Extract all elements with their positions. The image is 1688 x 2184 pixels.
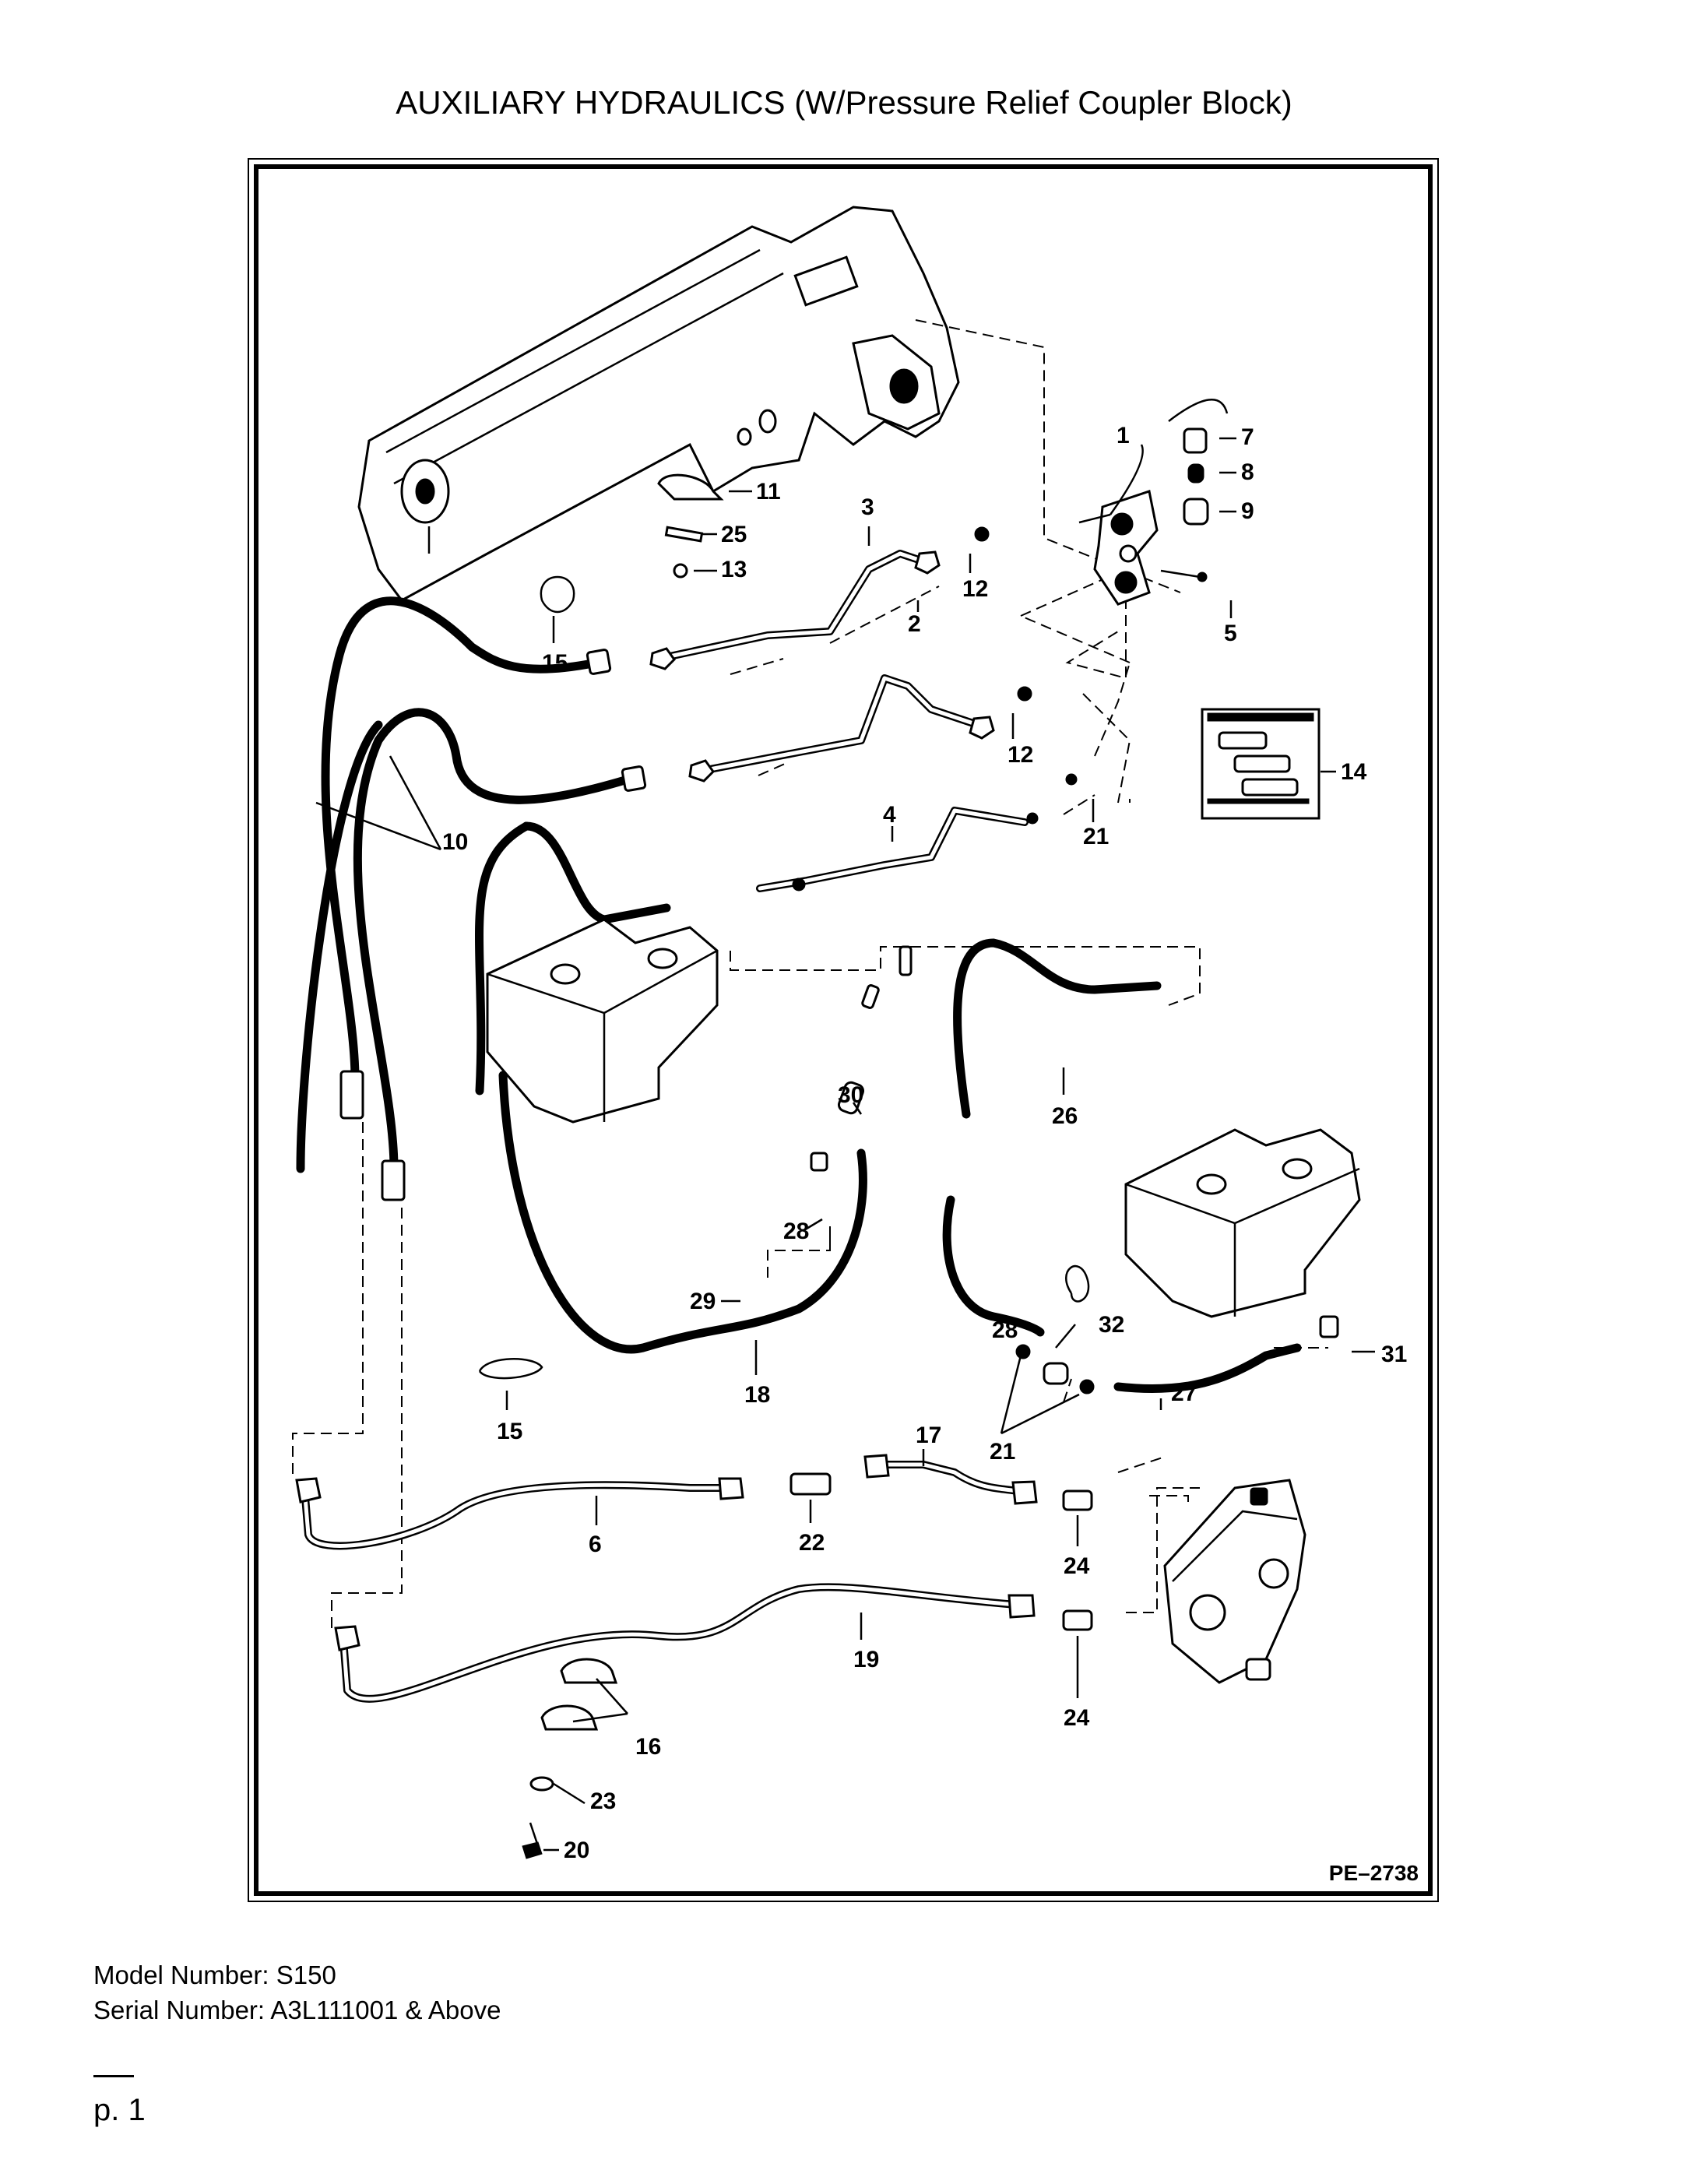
callout-26: 26 — [1052, 1103, 1078, 1129]
callout-10: 10 — [442, 829, 468, 855]
callout-17: 17 — [916, 1423, 941, 1448]
page-number: p. 1 — [93, 2093, 146, 2127]
callout-24b: 24 — [1064, 1705, 1090, 1731]
callout-19: 19 — [853, 1647, 879, 1672]
callout-25: 25 — [721, 522, 747, 547]
callout-16: 16 — [635, 1734, 661, 1760]
tubes-upper — [649, 526, 1078, 892]
callout-9: 9 — [1241, 498, 1254, 524]
callout-7: 7 — [1241, 424, 1254, 450]
tubes-lower — [295, 1454, 1093, 1703]
serial-number: Serial Number: A3L111001 & Above — [93, 1996, 501, 2024]
callout-20: 20 — [564, 1838, 589, 1863]
callout-32: 32 — [1099, 1312, 1124, 1338]
callout-12b: 12 — [1008, 742, 1033, 768]
callout-29: 29 — [690, 1289, 716, 1314]
callout-4: 4 — [883, 802, 896, 828]
clamp-parts-bottom — [522, 1658, 628, 1859]
callout-6: 6 — [589, 1532, 602, 1557]
coupler-block — [1078, 398, 1229, 606]
lift-arm — [357, 206, 960, 602]
callout-leaders — [505, 437, 1375, 1852]
diagram-frame — [254, 164, 1433, 1896]
callout-22: 22 — [799, 1530, 825, 1556]
callout-21b: 21 — [990, 1439, 1015, 1465]
callout-30: 30 — [838, 1082, 863, 1108]
batteries — [486, 918, 1361, 1318]
callout-15b: 15 — [497, 1419, 522, 1444]
page-separator — [93, 2075, 134, 2077]
small-fittings — [478, 945, 1339, 1394]
callout-18: 18 — [744, 1382, 770, 1408]
page-title: AUXILIARY HYDRAULICS (W/Pressure Relief … — [396, 84, 1292, 121]
drawing-number: PE–2738 — [1328, 1861, 1419, 1885]
callout-28b: 28 — [992, 1317, 1018, 1343]
callout-3: 3 — [861, 494, 874, 520]
callout-27: 27 — [1171, 1380, 1197, 1406]
callout-21a: 21 — [1083, 824, 1109, 849]
callout-12a: 12 — [962, 576, 988, 602]
callout-14: 14 — [1341, 759, 1367, 785]
callout-labels: 1 2 3 4 5 6 7 8 9 10 11 12 12 13 14 15 1… — [442, 423, 1407, 1863]
callout-28a: 28 — [783, 1219, 809, 1244]
callout-31: 31 — [1381, 1342, 1407, 1367]
callout-11: 11 — [756, 479, 781, 505]
callout-1: 1 — [1117, 423, 1130, 448]
model-number: Model Number: S150 — [93, 1961, 336, 1989]
callout-8: 8 — [1241, 459, 1254, 485]
callout-13: 13 — [721, 557, 747, 582]
callout-23: 23 — [590, 1788, 616, 1814]
exploded-parts-diagram: 1 2 3 4 5 6 7 8 9 10 11 12 12 13 14 15 1… — [292, 206, 1407, 1863]
callout-24a: 24 — [1064, 1553, 1090, 1579]
callout-2: 2 — [908, 611, 921, 637]
hoses — [296, 575, 1302, 1394]
control-valve — [1163, 1479, 1306, 1684]
decal-14 — [1201, 708, 1321, 820]
callout-5: 5 — [1224, 621, 1237, 646]
diagram-frame-outer — [248, 158, 1439, 1902]
clamp-parts-top — [657, 473, 724, 579]
callout-15a: 15 — [542, 650, 568, 676]
